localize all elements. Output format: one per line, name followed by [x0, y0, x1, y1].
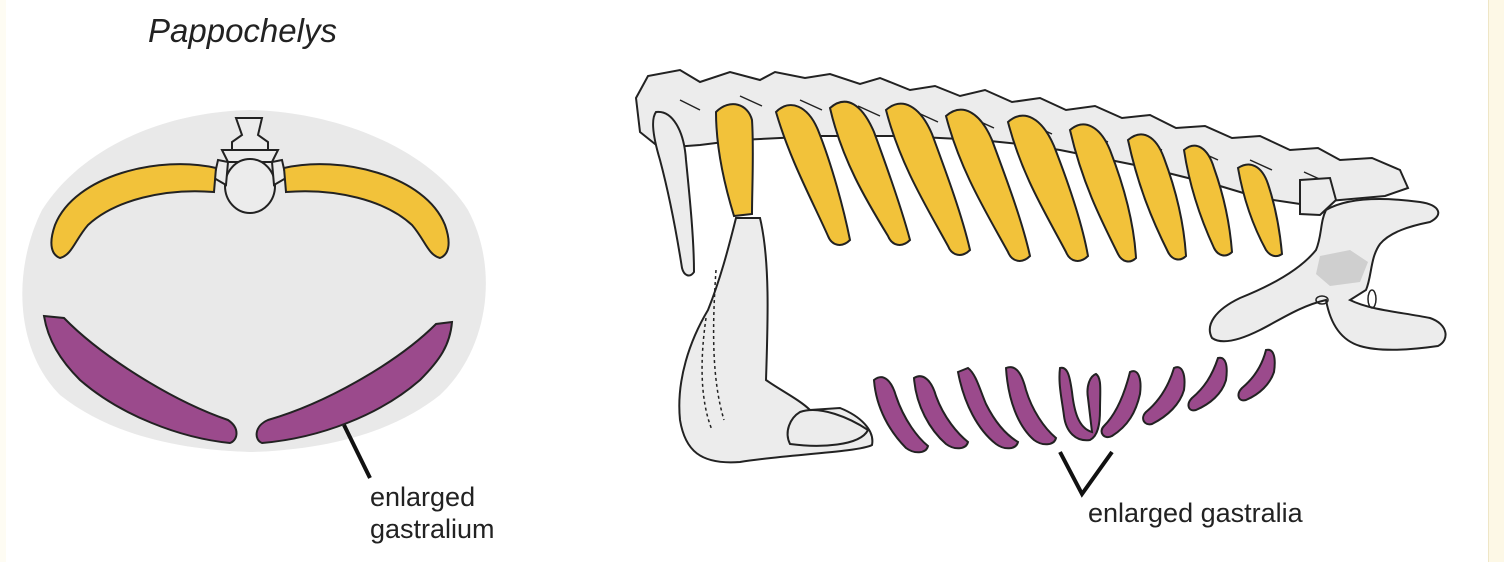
page-border	[1488, 0, 1504, 562]
gastralium-pointer-line	[342, 424, 372, 479]
gastralium-label-line2: gastralium	[370, 514, 495, 544]
cervical-rib	[652, 110, 696, 277]
right-gastralium	[255, 320, 454, 445]
shoulder-girdle	[678, 217, 874, 464]
right-rib	[282, 163, 450, 260]
gastralia-pointer-lines	[1058, 450, 1114, 498]
dorsal-ribs	[714, 100, 1284, 263]
gastralia-row	[872, 348, 1276, 454]
lateral-skeleton-view: enlarged gastralia	[634, 68, 1447, 528]
pelvic-girdle	[1208, 176, 1447, 351]
cross-section-view: Pappochelys enlarged gastralium	[22, 12, 495, 544]
left-rib	[50, 163, 218, 260]
left-gastralium	[42, 314, 238, 445]
gastralia-label: enlarged gastralia	[1088, 498, 1304, 528]
gastralium-label-line1: enlarged	[370, 482, 475, 512]
taxon-name: Pappochelys	[148, 12, 337, 49]
